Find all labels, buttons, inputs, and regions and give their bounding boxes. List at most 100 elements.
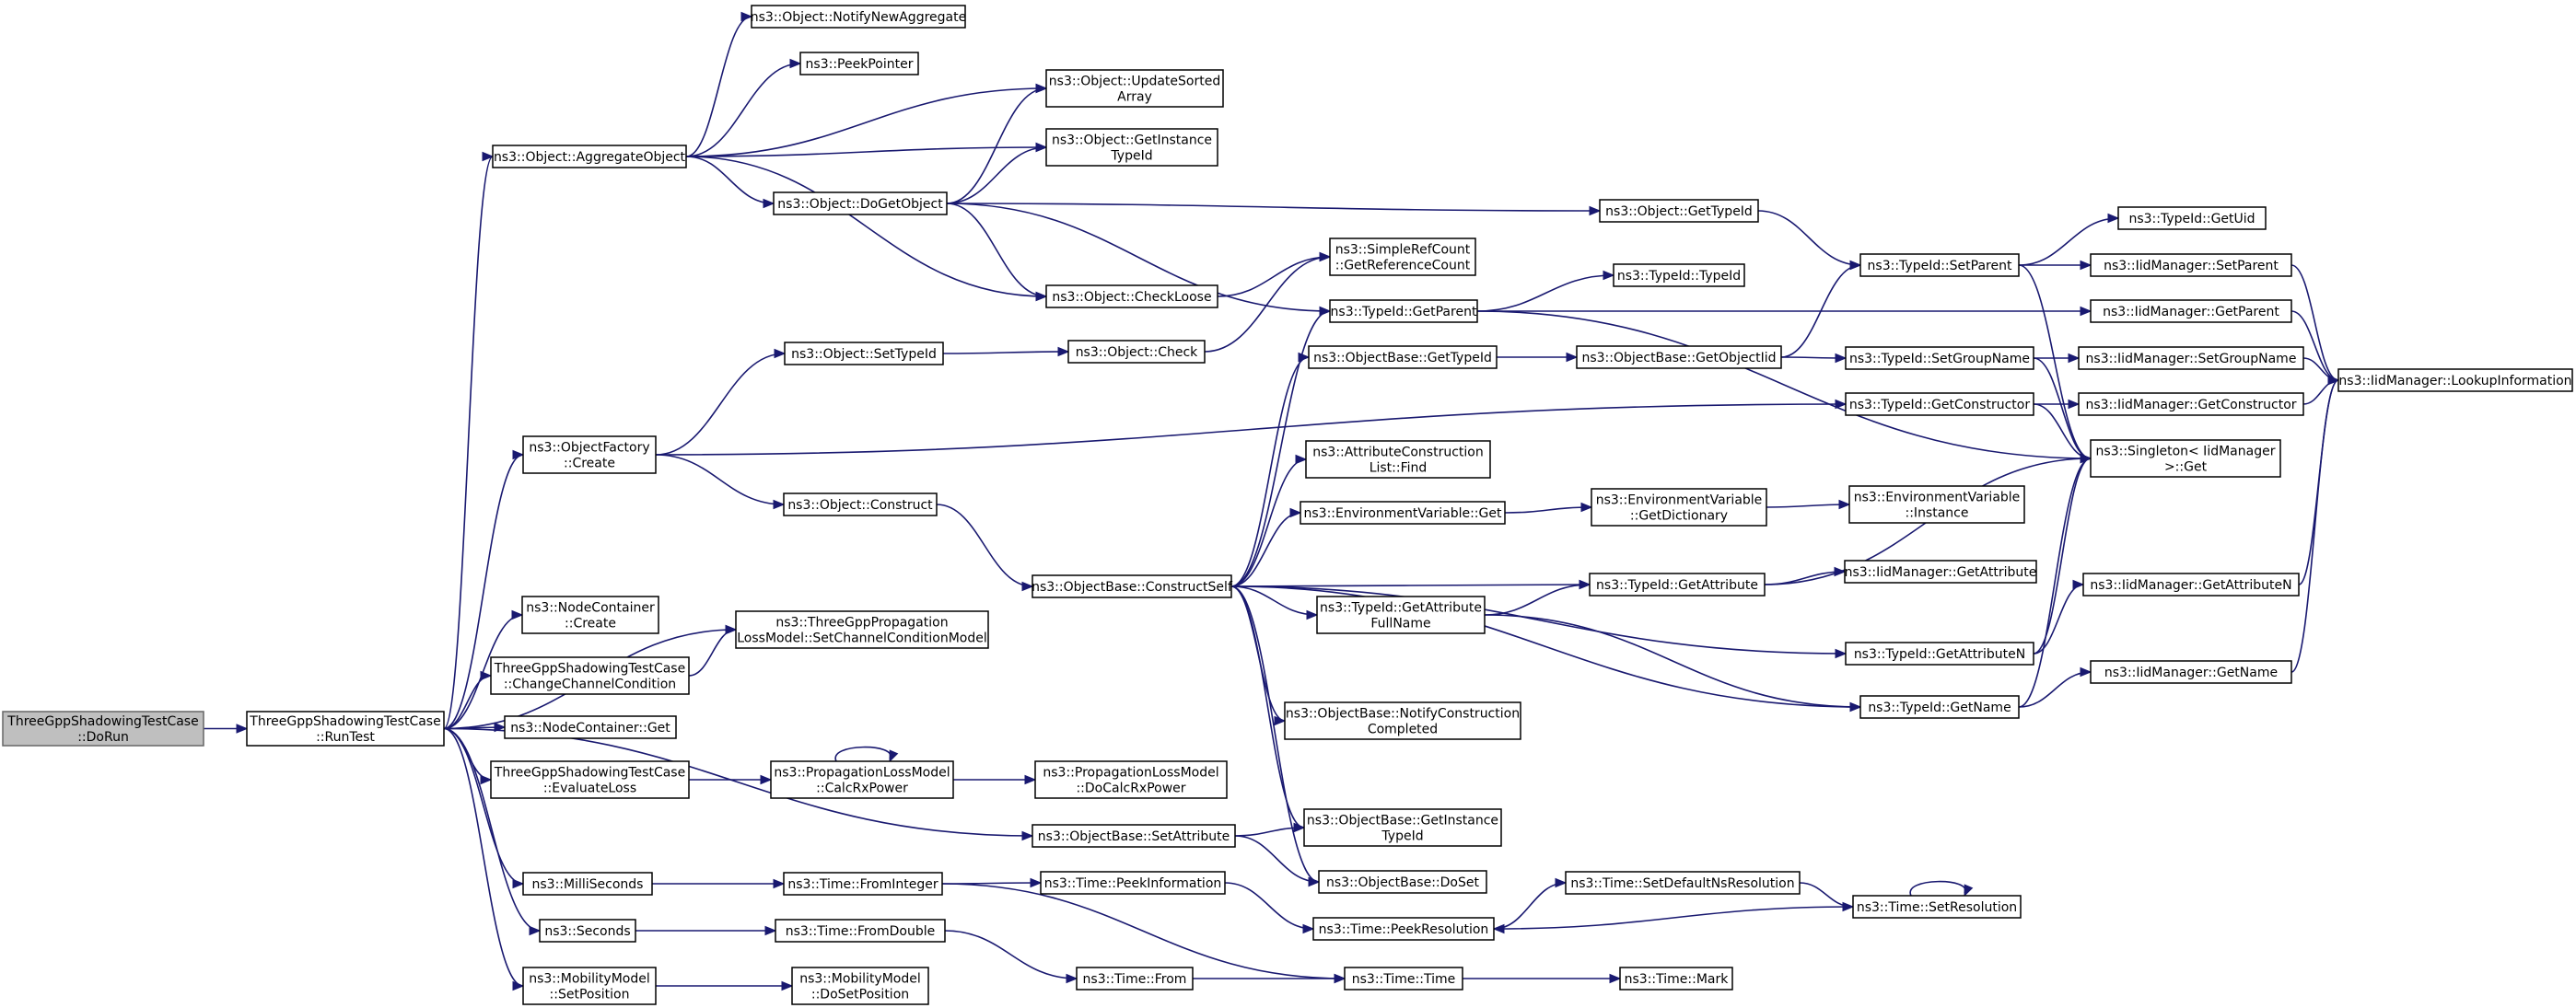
- graph-node-peekptr[interactable]: ns3::PeekPointer: [799, 52, 919, 75]
- graph-node-settypeid[interactable]: ns3::Object::SetTypeId: [784, 342, 944, 365]
- call-edge-tidgetattrn-to-imgetattrn: [2033, 579, 2085, 655]
- node-label-line: ns3::Seconds: [544, 924, 630, 939]
- call-edge-root-to-runtest: [204, 724, 249, 734]
- edge-line: [1780, 264, 1861, 358]
- graph-node-millisec[interactable]: ns3::MilliSeconds: [522, 872, 653, 896]
- graph-node-imsetparent[interactable]: ns3::IidManager::SetParent: [2090, 253, 2292, 277]
- graph-node-getrefcount[interactable]: ns3::SimpleRefCount::GetReferenceCount: [1329, 238, 1476, 276]
- edge-line: [1230, 585, 1847, 655]
- node-label-line: ns3::TypeId::SetParent: [1868, 259, 2012, 273]
- edge-arrowhead: [1298, 352, 1311, 363]
- graph-node-notifyagg[interactable]: ns3::Object::NotifyNewAggregate: [751, 5, 966, 29]
- graph-node-obsetattr[interactable]: ns3::ObjectBase::SetAttribute: [1032, 824, 1236, 848]
- graph-node-tidgetattr[interactable]: ns3::TypeId::GetAttribute: [1589, 573, 1766, 597]
- graph-node-imgetattrn[interactable]: ns3::IidManager::GetAttributeN: [2082, 573, 2300, 597]
- node-box: [1067, 340, 1206, 364]
- graph-node-tidsetgroup[interactable]: ns3::TypeId::SetGroupName: [1845, 346, 2034, 370]
- graph-node-obgetobjtid[interactable]: ns3::ObjectBase::GetObjectIid: [1576, 345, 1782, 369]
- graph-node-setccm[interactable]: ns3::ThreeGppPropagationLossModel::SetCh…: [735, 610, 989, 649]
- graph-node-tidgetattrn[interactable]: ns3::TypeId::GetAttributeN: [1845, 642, 2034, 666]
- graph-node-checkloose[interactable]: ns3::Object::CheckLoose: [1045, 284, 1218, 308]
- graph-node-tidgetparent[interactable]: ns3::TypeId::GetParent: [1329, 299, 1478, 323]
- graph-node-objfactory[interactable]: ns3::ObjectFactory::Create: [522, 435, 657, 474]
- graph-node-runtest[interactable]: ThreeGppShadowingTestCase::RunTest: [246, 711, 445, 747]
- node-label-line: ns3::EnvironmentVariable: [1854, 491, 2021, 505]
- graph-node-timepeekres[interactable]: ns3::Time::PeekResolution: [1312, 917, 1495, 941]
- graph-node-nodecontget[interactable]: ns3::NodeContainer::Get: [504, 715, 677, 739]
- graph-node-docalcrx[interactable]: ns3::PropagationLossModel::DoCalcRxPower: [1034, 760, 1228, 799]
- graph-node-envget[interactable]: ns3::EnvironmentVariable::Get: [1300, 501, 1506, 525]
- graph-node-imgetattr[interactable]: ns3::IidManager::GetAttribute: [1844, 560, 2037, 584]
- graph-node-tidsetparent[interactable]: ns3::TypeId::SetParent: [1859, 253, 2020, 277]
- graph-node-notifyconstr[interactable]: ns3::ObjectBase::NotifyConstructionCompl…: [1284, 701, 1521, 740]
- graph-node-timemark[interactable]: ns3::Time::Mark: [1619, 967, 1733, 991]
- node-label-line: ::EvaluateLoss: [543, 782, 636, 796]
- graph-node-nodecontcreate[interactable]: ns3::NodeContainer::Create: [521, 596, 659, 634]
- graph-node-envgetdict[interactable]: ns3::EnvironmentVariable::GetDictionary: [1591, 488, 1767, 527]
- edge-arrowhead: [1319, 251, 1332, 262]
- node-box: [1076, 967, 1194, 991]
- node-label-line: ns3::Object::CheckLoose: [1052, 290, 1211, 305]
- edge-line: [2290, 264, 2339, 381]
- call-edge-setres-to-setres: [1909, 880, 1974, 898]
- node-box: [1034, 760, 1228, 799]
- node-box: [751, 5, 966, 29]
- graph-node-constructself[interactable]: ns3::ObjectBase::ConstructSelf: [1032, 574, 1233, 598]
- call-edge-constructself-to-obdoset: [1230, 585, 1321, 887]
- edge-line: [1766, 504, 1850, 508]
- edge-arrowhead: [529, 925, 542, 936]
- edge-arrowhead: [1589, 205, 1602, 216]
- node-box: [1599, 199, 1759, 223]
- graph-node-singleton[interactable]: ns3::Singleton< IidManager>::Get: [2090, 439, 2281, 478]
- graph-node-fromint[interactable]: ns3::Time::FromInteger: [783, 872, 943, 896]
- graph-node-setdefnsres[interactable]: ns3::Time::SetDefaultNsResolution: [1565, 871, 1801, 895]
- graph-node-gettypeid[interactable]: ns3::Object::GetTypeId: [1599, 199, 1759, 223]
- graph-node-tidgetname[interactable]: ns3::TypeId::GetName: [1859, 695, 2020, 719]
- node-label-line: ns3::Time::PeekInformation: [1044, 876, 1222, 891]
- graph-node-timetime[interactable]: ns3::Time::Time: [1344, 967, 1463, 991]
- node-label-line: ns3::TypeId::GetUid: [2128, 212, 2255, 226]
- graph-node-construct[interactable]: ns3::Object::Construct: [783, 492, 938, 516]
- graph-node-timefrom[interactable]: ns3::Time::From: [1076, 967, 1194, 991]
- call-edge-calcrx-to-docalcrx: [953, 774, 1037, 785]
- edge-arrowhead: [2080, 666, 2092, 678]
- graph-node-imgetparent[interactable]: ns3::IidManager::GetParent: [2090, 299, 2292, 323]
- graph-node-dogetobj[interactable]: ns3::Object::DoGetObject: [773, 191, 948, 215]
- graph-node-fromdouble[interactable]: ns3::Time::FromDouble: [775, 919, 946, 943]
- graph-node-evalloss[interactable]: ThreeGppShadowingTestCase::EvaluateLoss: [490, 760, 690, 799]
- node-box: [773, 191, 948, 215]
- node-box: [1318, 870, 1487, 894]
- graph-node-tidgetuid[interactable]: ns3::TypeId::GetUid: [2117, 206, 2267, 230]
- graph-node-imsetgroup[interactable]: ns3::IidManager::SetGroupName: [2078, 346, 2304, 370]
- edge-line: [688, 629, 737, 677]
- call-edge-objfactory-to-tidgetconstr: [655, 399, 1847, 456]
- graph-node-imgetname[interactable]: ns3::IidManager::GetName: [2090, 660, 2292, 684]
- node-box: [1619, 967, 1733, 991]
- graph-node-dosetpos[interactable]: ns3::MobilityModel::DoSetPosition: [791, 967, 929, 1005]
- graph-node-check[interactable]: ns3::Object::Check: [1067, 340, 1206, 364]
- graph-node-tidgetconstr[interactable]: ns3::TypeId::GetConstructor: [1845, 392, 2034, 416]
- graph-node-timepeekinfo[interactable]: ns3::Time::PeekInformation: [1040, 871, 1226, 895]
- graph-node-seconds[interactable]: ns3::Seconds: [539, 919, 636, 943]
- graph-node-tidtypeid[interactable]: ns3::TypeId::TypeId: [1613, 263, 1745, 287]
- graph-node-changechan[interactable]: ThreeGppShadowingTestCase::ChangeChannel…: [490, 656, 690, 695]
- graph-node-root[interactable]: ThreeGppShadowingTestCase::DoRun: [2, 711, 204, 747]
- graph-node-setres[interactable]: ns3::Time::SetResolution: [1852, 895, 2022, 919]
- edge-line: [443, 454, 524, 730]
- edge-line: [944, 930, 1078, 979]
- graph-node-obgettypeid[interactable]: ns3::ObjectBase::GetTypeId: [1308, 345, 1498, 369]
- graph-node-imgetconstr[interactable]: ns3::IidManager::GetConstructor: [2078, 392, 2304, 416]
- graph-node-envinstance[interactable]: ns3::EnvironmentVariable::Instance: [1848, 485, 2025, 524]
- node-box: [2, 711, 204, 747]
- graph-node-calcrx[interactable]: ns3::PropagationLossModel::CalcRxPower: [770, 760, 954, 799]
- graph-node-aggobj[interactable]: ns3::Object::AggregateObject: [492, 145, 687, 168]
- graph-node-setpos[interactable]: ns3::MobilityModel::SetPosition: [522, 967, 657, 1005]
- graph-node-obdoset[interactable]: ns3::ObjectBase::DoSet: [1318, 870, 1487, 894]
- edge-line: [2018, 217, 2119, 266]
- graph-node-lookup[interactable]: ns3::IidManager::LookupInformation: [2337, 368, 2573, 392]
